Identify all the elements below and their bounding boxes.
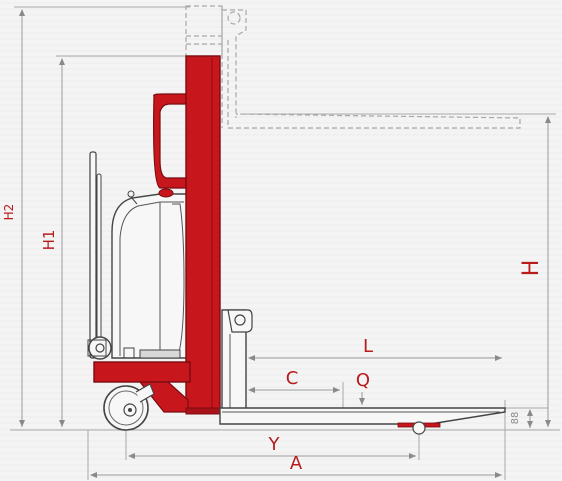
label-fork-height: 88 <box>510 412 521 425</box>
label-h2: H2 <box>2 204 16 221</box>
red-frame <box>93 55 221 415</box>
label-c: C <box>286 368 299 389</box>
fork-load-wheel <box>397 421 441 435</box>
raised-position-ghost <box>185 5 521 129</box>
label-a: A <box>290 453 303 474</box>
fork-blade <box>219 407 506 425</box>
steering-wheel <box>103 383 155 431</box>
dimension-lines <box>19 9 551 478</box>
label-l: L <box>363 336 373 357</box>
label-y: Y <box>268 434 281 455</box>
label-h1: H1 <box>40 230 58 251</box>
label-q: Q <box>356 370 370 391</box>
pump-body <box>111 190 191 359</box>
tiller-handle <box>87 151 112 360</box>
label-h: H <box>519 260 544 277</box>
fork-carriage <box>221 309 253 411</box>
extension-lines <box>10 6 560 480</box>
